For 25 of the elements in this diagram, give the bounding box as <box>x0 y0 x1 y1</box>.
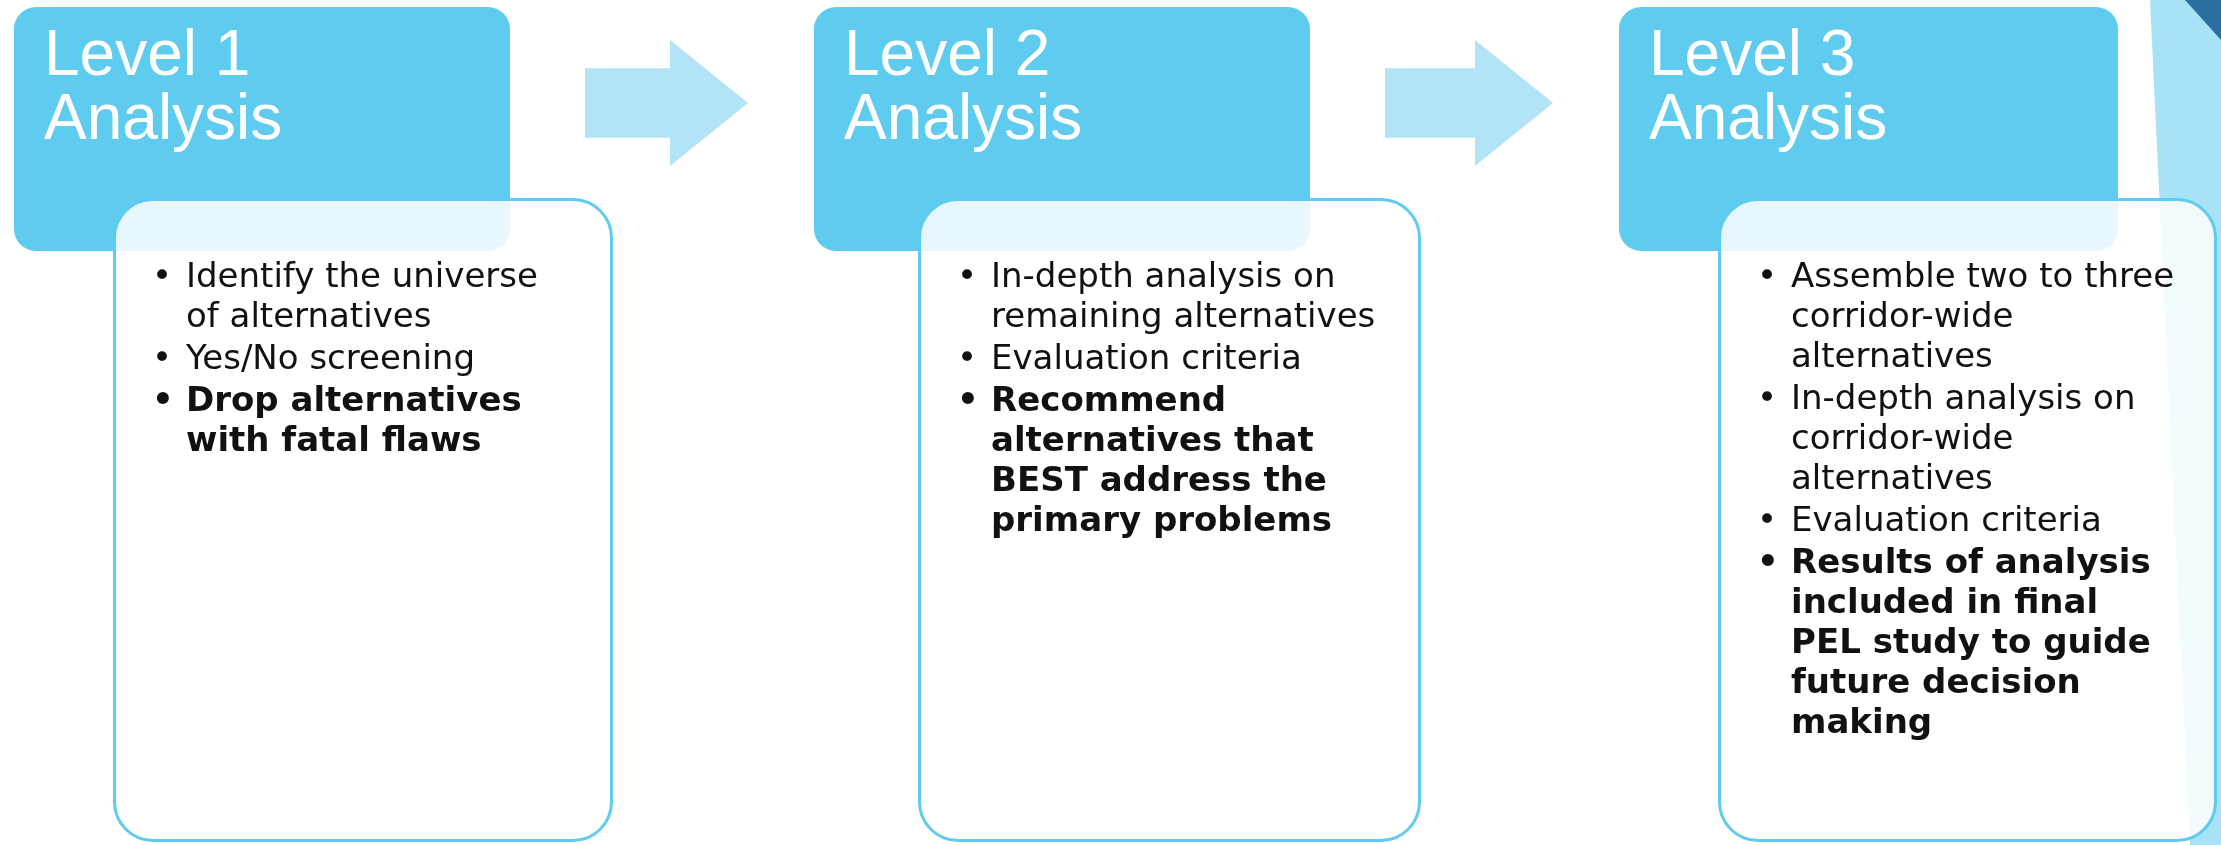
content-card <box>918 198 1421 842</box>
bullet-point: • <box>1757 255 1779 297</box>
content-card <box>1718 198 2217 842</box>
bullet-text: Results of analysis included in final PEL study to guide future decision making <box>1791 541 2152 741</box>
block-arrow <box>1385 40 1553 166</box>
bullet-text: Identify the universe of alternatives <box>186 255 539 335</box>
bullet-point: • <box>957 337 979 377</box>
bullet-text: Assemble two to three corridor-wide alternatives <box>1791 255 2176 375</box>
bullet-text: Evaluation criteria <box>1791 499 2102 539</box>
bullet-text: Evaluation criteria <box>991 337 1302 377</box>
bullet-point: • <box>957 255 979 297</box>
bullet-point: • <box>1757 499 1779 539</box>
content-card <box>113 198 613 842</box>
bullet-text: Yes/No screening <box>186 337 475 377</box>
bullet-point: • <box>1757 377 1779 419</box>
bullet-point: • <box>957 379 980 421</box>
bullet-point: • <box>152 255 174 297</box>
bullet-text: Drop alternatives with fatal flaws <box>186 379 523 459</box>
bullet-text: Recommend alternatives that BEST address the primary problems <box>991 379 1334 539</box>
bullet-point: • <box>152 379 175 421</box>
bullet-text: In-depth analysis on corridor-wide alternatives <box>1791 377 2137 497</box>
bullet-text: In-depth analysis on remaining alternatives <box>991 255 1377 335</box>
block-arrow <box>585 40 748 166</box>
bullet-point: • <box>1757 541 1780 583</box>
bullet-point: • <box>152 337 174 377</box>
